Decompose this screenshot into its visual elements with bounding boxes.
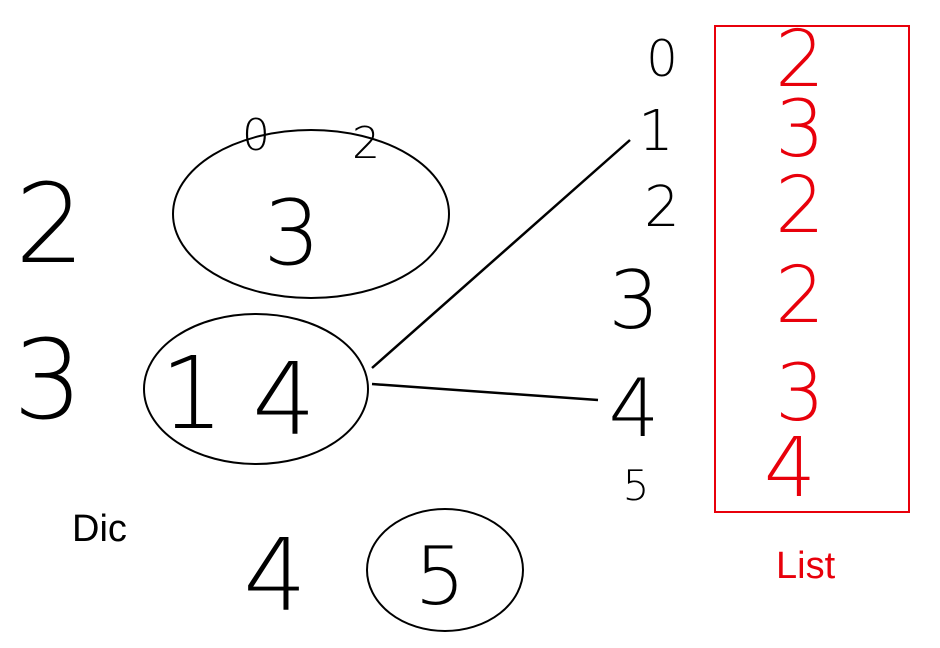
index-number: 3 [609,254,660,347]
list-value: 3 [775,349,825,439]
group-ellipse [366,508,524,632]
index-number: 0 [646,30,678,88]
group-ellipse [143,313,369,465]
dic-label: Dic [72,508,127,550]
group-ellipse [172,129,450,299]
list-value: 2 [775,161,825,251]
index-number: 5 [623,461,650,510]
list-value: 3 [775,85,825,175]
list-value: 2 [775,15,825,105]
list-box [714,25,910,513]
group-value: 4 [252,341,316,458]
dic-key: 3 [13,316,83,444]
index-number: 2 [644,175,680,240]
group-value: 2 [352,118,380,169]
connector-line [371,139,631,369]
group-value: 1 [160,335,224,452]
index-number: 4 [609,362,660,455]
list-value: 4 [764,421,816,516]
connector-line [371,382,599,402]
list-label: List [776,545,836,587]
dic-key: 2 [15,160,85,288]
group-value: 3 [263,181,320,286]
group-value: 0 [242,110,270,161]
index-number: 1 [638,99,674,164]
dic-key: 4 [243,517,307,634]
group-value: 5 [415,530,466,623]
list-value: 2 [775,251,825,341]
